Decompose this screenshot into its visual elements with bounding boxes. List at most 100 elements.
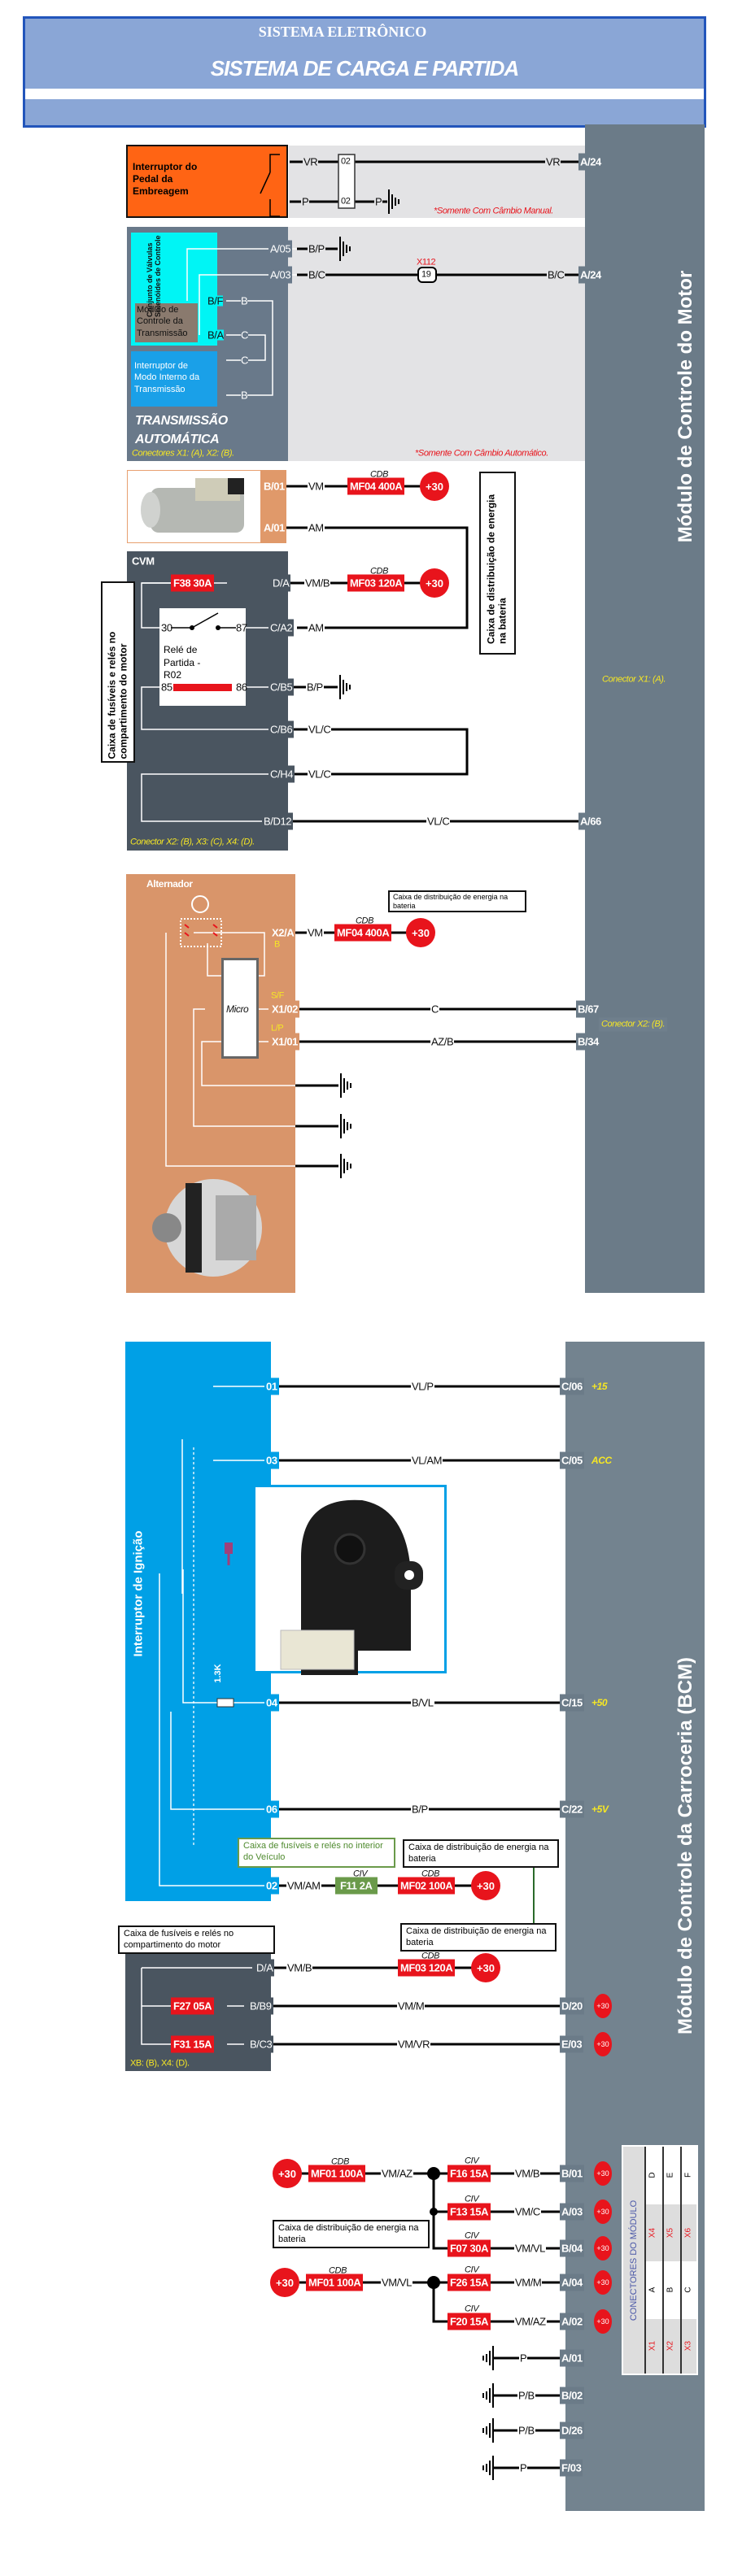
plus30-badge: +30 <box>471 1871 500 1900</box>
micro-module <box>221 958 259 1059</box>
bcm-pin: C/15 <box>560 1694 584 1712</box>
splice-number: 19 <box>421 269 431 280</box>
wire-label: AM <box>308 521 325 534</box>
wire-label: VM/C <box>514 2205 541 2218</box>
wire-label: VM/VR <box>397 2038 431 2051</box>
bcm-pin: A/03 <box>560 2203 584 2221</box>
wire-label: VM <box>308 480 325 493</box>
wire-label: B/C <box>547 268 565 281</box>
splice-label: X112 <box>417 257 436 268</box>
table-gridlines <box>644 2147 698 2374</box>
plus30-badge: +30 <box>273 2159 302 2188</box>
fuse-mf03: MF03 120A <box>398 1959 456 1977</box>
fusebox-pin: D/A <box>255 1959 275 1977</box>
cdb-label: CDB <box>370 469 389 480</box>
starter-pin: B/01 <box>262 477 286 495</box>
wire-label: B/P <box>306 681 324 694</box>
plus30-badge: +30 <box>420 472 449 501</box>
ignition-box <box>125 1342 271 1901</box>
cvm-title: CVM <box>132 555 155 568</box>
ground-icon <box>340 1154 351 1178</box>
wire-label: VL/P <box>411 1380 434 1393</box>
wire-label: B/C <box>308 268 326 281</box>
bcm-signal: +15 <box>591 1381 608 1392</box>
wire-label: VL/C <box>426 815 451 828</box>
lp-label: L/P <box>271 1023 284 1033</box>
bcm-pin: F/03 <box>560 2459 583 2477</box>
plus30-badge: +30 <box>594 2309 612 2334</box>
plus30-badge: +30 <box>420 568 449 598</box>
cdb-box: Caixa de distribuição de energia na bate… <box>403 1839 559 1868</box>
ignition-pin: 04 <box>264 1694 279 1712</box>
wire-label: P/B <box>517 2424 535 2437</box>
plus30-badge: +30 <box>594 2161 612 2186</box>
splice-dots <box>427 2167 440 2289</box>
ignition-pin: 02 <box>264 1877 279 1895</box>
plus30-badge: +30 <box>594 2236 612 2261</box>
clutch-switch-symbol <box>260 154 280 217</box>
ignition-pin: 03 <box>264 1451 279 1469</box>
header-stripe <box>25 89 704 99</box>
inline-connector-02 <box>338 154 356 209</box>
bcm-fuse: F16 15A <box>447 2165 491 2182</box>
plus30-badge: +30 <box>594 2270 612 2295</box>
bcm-pin: B/01 <box>560 2165 584 2182</box>
wire-label: VM/VL <box>381 2276 413 2289</box>
cvm-pin: B/D12 <box>262 812 294 830</box>
ground-icon <box>482 2418 494 2443</box>
ecm-pin: A/24 <box>578 153 603 171</box>
civ-box: Caixa de fusíveis e relés no interior do… <box>238 1838 395 1868</box>
bcm-pin: A/04 <box>560 2274 584 2291</box>
ground-icons <box>339 189 494 2480</box>
wire-label: AZ/B <box>430 1035 455 1048</box>
bcm-pin: B/04 <box>560 2239 584 2257</box>
wire-label: VM <box>307 926 324 939</box>
fusebox-pin: B/C3 <box>248 2035 274 2053</box>
wire-label: B/P <box>308 242 325 255</box>
ecm-pin: A/66 <box>578 812 603 830</box>
header-banner: SISTEMA ELETRÔNICO SISTEMA DE CARGA E PA… <box>23 16 706 128</box>
starter-motor-illustration <box>141 478 244 533</box>
bcm-fuse: F07 30A <box>447 2239 491 2257</box>
civ-label: CIV <box>465 2304 479 2314</box>
bcm-pin: A/01 <box>560 2349 584 2367</box>
plus30-badge: +30 <box>594 2200 612 2224</box>
tcm-pin: B/F <box>207 294 224 307</box>
ecm-pin: B/34 <box>576 1033 600 1051</box>
cdb-label: CDB <box>421 1951 440 1961</box>
relay-terminal: 85 <box>161 681 172 694</box>
engine-fusebox-vertical-label: Caixa de fusíveis e relés no compartimen… <box>106 631 129 759</box>
ignition-pin: 06 <box>264 1800 279 1818</box>
fusebox-connectors: XB: (B), X4: (D). <box>130 2058 190 2069</box>
wire-label: B/VL <box>411 1696 434 1709</box>
wire-label: VM/M <box>397 1999 426 2012</box>
black-wires <box>271 160 578 2469</box>
wire-label: VM/B <box>304 577 331 590</box>
bcm-pin: D/20 <box>560 1997 584 2015</box>
connector-table-title: CONECTORES DO MÓDULO <box>629 2200 639 2321</box>
cvm-pin: C/B6 <box>268 720 295 738</box>
cdb-label: CDB <box>356 916 374 926</box>
wire-label: VM/AZ <box>381 2167 413 2180</box>
ignition-switch-label: Interruptor de Ignição <box>131 1530 146 1657</box>
wire-label: P <box>519 2461 528 2474</box>
alternator-pin: X1/02 <box>270 1000 299 1018</box>
relay-terminal: 30 <box>161 621 172 634</box>
civ-label: CIV <box>465 2194 479 2204</box>
engine-fusebox-box: Caixa de fusíveis e relés no compartimen… <box>118 1925 275 1954</box>
wire-label: VL/C <box>308 723 332 736</box>
wire-label: VL/AM <box>411 1454 443 1467</box>
ground-icon <box>340 1114 351 1138</box>
bcm-pin: C/05 <box>560 1451 584 1469</box>
engine-fusebox-vertical-box <box>101 581 135 763</box>
ecm-pin: B/67 <box>576 1000 600 1018</box>
mode-switch-box <box>131 351 217 407</box>
bcm-fuse: F20 15A <box>447 2313 491 2330</box>
connector-label: 02 <box>341 196 351 207</box>
bcm-pin: C/22 <box>560 1800 584 1818</box>
wire-label: P <box>519 2352 528 2365</box>
connector-table: CONECTORES DO MÓDULO D E F X4 X5 X6 A B … <box>622 2145 698 2375</box>
battery-distribution-box <box>479 472 516 655</box>
transmission-title: AUTOMÁTICA <box>135 433 220 446</box>
